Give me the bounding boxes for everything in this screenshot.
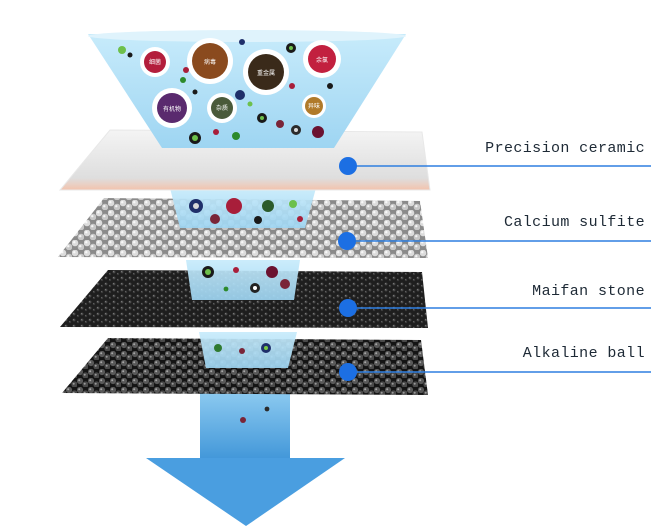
contaminant-label-7: 异味 (308, 102, 320, 110)
connector-2 (338, 232, 651, 250)
contaminant-particles-3 (202, 266, 290, 293)
contaminant-particles-1: 细菌 病毒 重金属 余氯 有机物 杂质 异味 (118, 38, 341, 144)
contaminant-label-1: 细菌 (149, 58, 161, 66)
layer-label-calcium-sulfite: Calcium sulfite (503, 214, 645, 231)
output-arrow (146, 392, 345, 526)
water-channel-4 (199, 332, 297, 368)
connector-4 (339, 363, 651, 381)
contaminant-label-6: 杂质 (216, 104, 228, 112)
layer-label-precision-ceramic: Precision ceramic (485, 140, 645, 157)
connector-1 (339, 157, 651, 175)
water-channel-2 (170, 188, 316, 228)
layer-label-maifan-stone: Maifan stone (532, 283, 645, 300)
contaminant-label-3: 重金属 (257, 69, 275, 77)
contaminant-particles-2 (189, 198, 303, 224)
contaminant-label-2: 病毒 (204, 58, 216, 66)
connector-3 (339, 299, 651, 317)
contaminant-particles-4 (214, 343, 271, 354)
layer-label-alkaline-ball: Alkaline ball (522, 345, 645, 362)
contaminant-label-4: 余氯 (316, 56, 328, 64)
contaminant-label-5: 有机物 (163, 105, 181, 113)
